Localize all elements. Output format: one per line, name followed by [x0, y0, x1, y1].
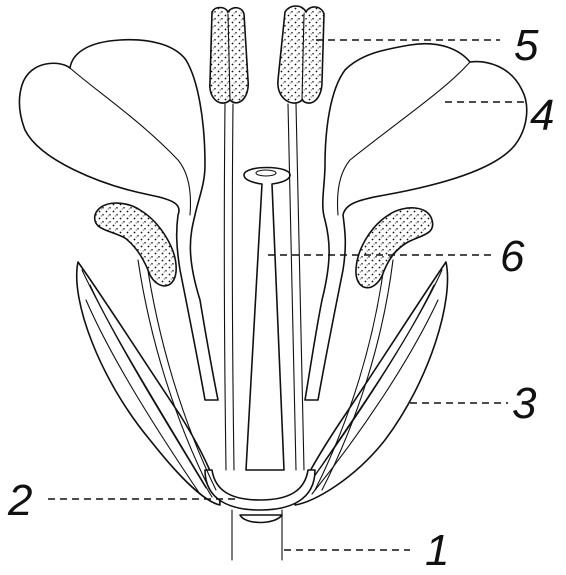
label-1: 1	[425, 526, 449, 575]
pistil	[244, 168, 290, 471]
label-5: 5	[514, 21, 539, 70]
label-6: 6	[500, 232, 525, 281]
label-4: 4	[530, 91, 554, 140]
anther-top-left	[210, 8, 248, 104]
anther-side-right	[356, 208, 433, 288]
ovary	[205, 470, 315, 560]
anther-top-right	[278, 6, 324, 103]
label-2: 2	[7, 476, 32, 525]
label-3: 3	[512, 379, 537, 428]
anther-side-left	[95, 203, 176, 286]
